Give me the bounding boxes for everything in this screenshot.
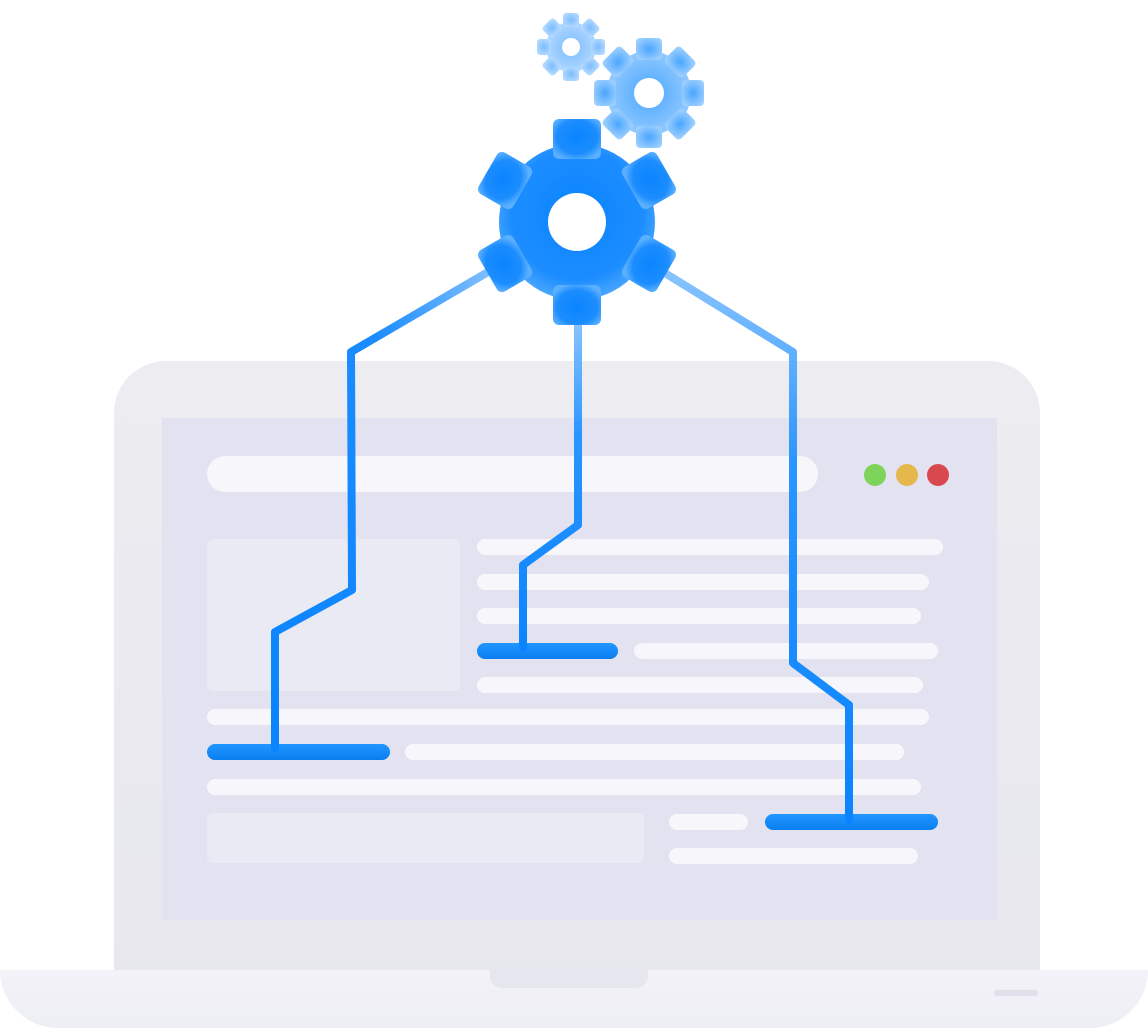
gear-icon [477,119,677,325]
gear-icon [594,38,704,148]
connector-line-middle [519,318,582,652]
text-line [669,848,918,864]
window-dot-green [864,464,886,486]
text-line [207,779,921,795]
image-placeholder [207,539,460,691]
text-line [477,574,929,590]
laptop-slot [994,990,1038,996]
connector-line-left [271,261,504,752]
highlighted-text-line [477,643,618,659]
text-line [634,643,938,659]
text-line [477,539,943,555]
connector-line-right [656,266,853,824]
address-bar [207,456,818,492]
text-line [669,814,748,830]
text-line [405,744,904,760]
highlighted-text-line [207,744,390,760]
content-card [207,813,644,863]
text-line [477,608,921,624]
gear-icon [537,13,605,81]
window-dot-red [927,464,949,486]
window-dot-yellow [896,464,918,486]
laptop-notch [490,970,648,988]
text-line [207,709,929,725]
